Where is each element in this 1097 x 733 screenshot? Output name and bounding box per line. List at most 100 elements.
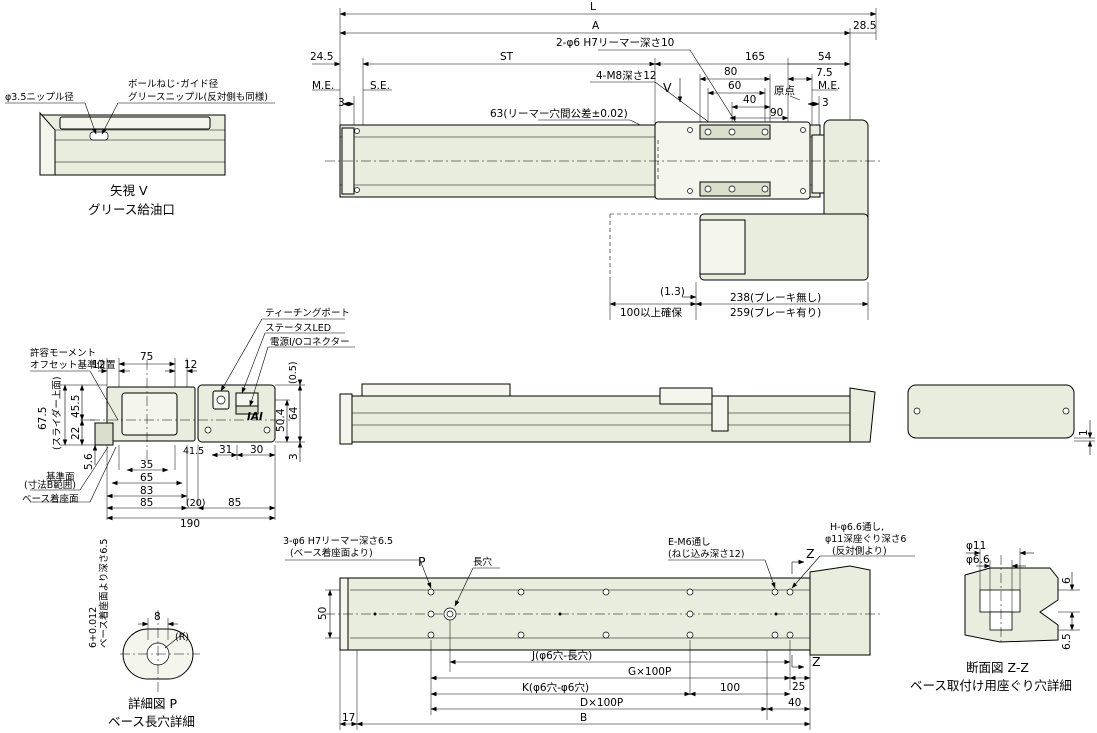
label-se: S.E. [370,80,390,92]
text-layer: L A 28.5 24.5 ST 2-φ6 H7リーマー深さ10 165 54 … [5,1,1090,729]
label-31: 31 [219,444,232,456]
label-3-end: 3 [288,453,300,460]
label-1: 1 [1078,429,1090,436]
label-h-1: H-φ6.6通し, [830,522,884,533]
label-67-5: 67.5 [37,407,49,430]
label-100: 100 [720,682,740,694]
label-B: B [580,712,587,724]
label-12b: 12 [184,359,197,371]
label-45-5: 45.5 [70,395,82,418]
section-z-6-5: 6.5 [1061,633,1073,650]
label-41-5: 41.5 [183,446,204,457]
label-50: 50 [317,607,329,620]
label-h-3: (反対側より) [832,545,887,557]
label-40b: 40 [788,697,801,709]
view-v-title-2: グリース給油口 [88,202,175,217]
label-z-bottom: Z [812,654,821,669]
label-30: 30 [250,444,263,456]
detail-p [120,610,200,695]
label-status: ステータスLED [265,323,331,334]
label-moment-1: 許容モーメント [30,347,96,359]
label-slider-top: (スライダー上面) [51,376,63,450]
label-brake-none: 238(ブレーキ無し) [730,291,821,304]
label-J: J(φ6穴-長穴) [531,649,592,662]
label-83: 83 [140,485,153,497]
controller-connector-top [699,219,746,275]
view-v-title-1: 矢視 V [110,183,148,198]
label-54: 54 [818,51,832,63]
label-165: 165 [745,51,765,63]
label-85a: 85 [140,497,153,509]
label-pitch: 63(リーマー穴間公差±0.02) [490,107,628,120]
detail-p-side-1: 6+0.012 [88,607,99,648]
slider-top [654,121,811,200]
section-z-11: φ11 [966,540,986,552]
label-ballscrew-2: グリースニップル(反対側も同様) [128,91,268,103]
label-base: ベース着座面 [22,493,79,505]
label-17: 17 [342,712,355,724]
end-view-foot [94,422,114,446]
detail-p-side-2: ベース着座面より深さ6.5 [98,539,110,648]
label-p: P [418,554,426,569]
label-80: 80 [724,66,737,78]
label-slot: 長穴 [473,556,493,568]
label-power: 電源I/Oコネクター [270,337,350,348]
label-teaching: ティーチングポート [265,307,350,319]
label-3-right: 3 [822,97,829,109]
label-z-top: Z [806,546,815,561]
side-slider [659,387,713,405]
view-v [5,102,275,176]
label-e-2: (ねじ込み深さ12) [668,549,745,560]
label-5-6: 5.6 [83,453,95,470]
top-view [312,8,880,320]
right-end-view [907,384,1095,455]
label-60: 60 [728,80,741,92]
label-1-3: (1.3) [660,286,685,298]
label-A: A [592,20,600,32]
label-reamer-bottom-1: 3-φ6 H7リーマー深さ6.5 [283,536,393,547]
label-190: 190 [180,518,200,530]
label-ST: ST [500,51,514,63]
label-65: 65 [140,472,153,484]
side-view-body [339,395,871,443]
end-view [30,318,355,521]
section-z [964,548,1080,645]
brand-logo: IAI [247,411,263,423]
label-24-5: 24.5 [310,51,333,63]
label-12a: 12 [92,359,105,371]
right-end-body [907,384,1075,439]
label-origin: 原点 [774,85,795,97]
detail-p-title-2: ベース長穴詳細 [108,714,195,729]
grease-nipple [89,131,109,141]
label-G: G×100P [628,666,671,678]
label-reamer-bottom-2: (ベース着座面より) [290,547,373,559]
detail-p-8: 8 [154,611,161,623]
side-view-cover [361,383,511,397]
detail-p-r: (R) [175,632,189,643]
label-85b: 85 [228,497,241,509]
label-35: 35 [140,459,153,471]
motor-flange-top [811,134,825,194]
label-0-5: (0.5) [288,361,299,384]
end-view-slider [121,392,178,436]
label-ballscrew-1: ボールねじ･ガイド径 [128,78,219,90]
label-20: (20) [186,498,206,509]
label-reamer: 2-φ6 H7リーマー深さ10 [556,37,674,49]
label-22: 22 [70,427,82,440]
label-nipple: φ3.5ニップル径 [5,91,74,103]
bottom-view [285,555,915,730]
label-K: K(φ6穴-φ6穴) [522,681,589,694]
label-datum-2: (寸法B範囲) [24,479,76,491]
label-25: 25 [792,681,805,693]
label-v: V [663,80,672,95]
detail-p-title-1: 詳細図 P [128,696,177,711]
side-slider-block [711,395,729,432]
label-90: 90 [770,107,783,119]
section-z-6: 6 [1061,577,1073,584]
label-me-right: M.E. [818,80,840,92]
label-e-1: E-M6通し [668,537,711,548]
label-3-left: 3 [338,97,345,109]
label-50-4: 50.4 [275,408,287,432]
